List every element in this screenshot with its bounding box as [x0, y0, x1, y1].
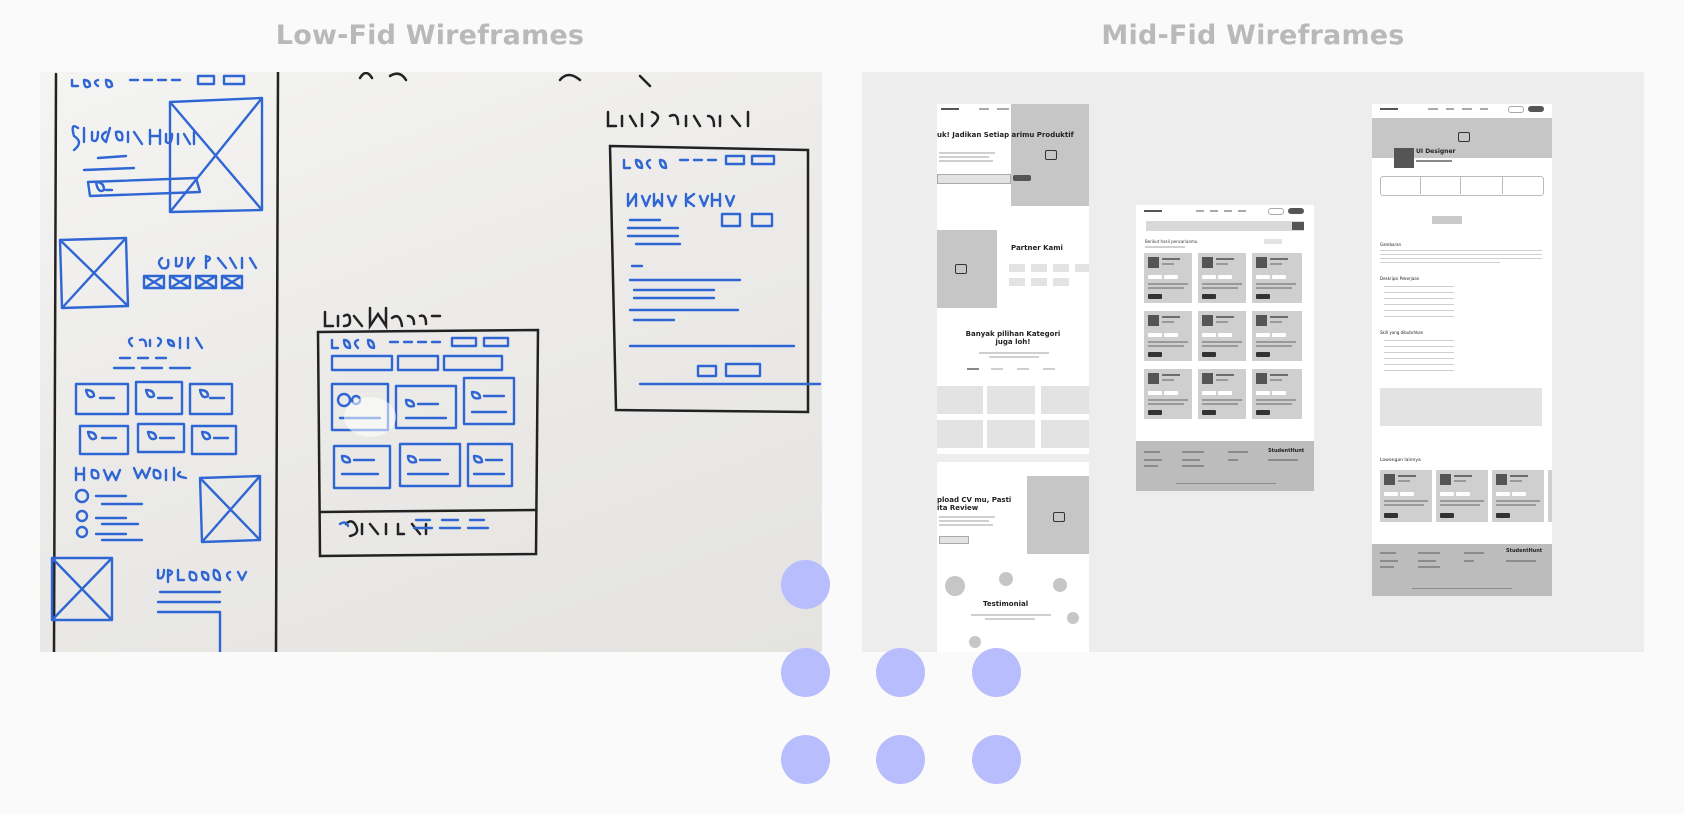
image-icon [955, 264, 967, 274]
job-card[interactable] [1144, 311, 1192, 361]
job-list-wireframe: Berikut hasil pencarianmu StudentHunt [1136, 205, 1314, 491]
search-filter-bar[interactable] [1146, 221, 1304, 231]
hero-image-placeholder [1011, 104, 1089, 206]
job-card[interactable] [1252, 253, 1302, 303]
decorative-dot [876, 735, 925, 784]
job-card[interactable] [1198, 369, 1246, 419]
login-button[interactable] [1508, 106, 1524, 113]
login-button[interactable] [1268, 208, 1284, 215]
whiteboard-sketches [50, 72, 822, 652]
low-fid-title: Low-Fid Wireframes [275, 20, 585, 51]
decorative-dot [876, 648, 925, 697]
register-button[interactable] [1528, 106, 1544, 112]
job-card[interactable] [1144, 369, 1192, 419]
job-title: UI Designer [1416, 148, 1456, 155]
decorative-dot [781, 560, 830, 609]
hero-search-bar[interactable] [937, 174, 1011, 184]
job-card[interactable] [1144, 253, 1192, 303]
partner-image-placeholder [937, 230, 997, 308]
image-icon [1045, 150, 1057, 160]
upload-cv-title: pload CV mu, Pasti ita Review [937, 496, 1012, 512]
footer-brand: StudentHunt [1506, 548, 1543, 554]
footer: StudentHunt [1136, 441, 1314, 491]
partner-title: Partner Kami [1011, 244, 1063, 252]
decorative-dot [972, 735, 1021, 784]
low-fid-whiteboard-photo [40, 72, 822, 652]
footer-brand: StudentHunt [1268, 448, 1305, 454]
decorative-dot [972, 648, 1021, 697]
results-label: Berikut hasil pencarianmu [1145, 239, 1198, 244]
landing-page-wireframe: uk! Jadikan Setiap arimu Produktif Partn… [937, 104, 1089, 652]
job-detail-wireframe: UI Designer Gambaran Deskripsi Pekerjaan… [1372, 104, 1552, 596]
sort-dropdown[interactable] [1264, 239, 1282, 244]
company-logo [1394, 148, 1414, 168]
job-card[interactable] [1198, 253, 1246, 303]
register-button[interactable] [1288, 208, 1304, 214]
job-card[interactable] [1252, 311, 1302, 361]
upload-image-placeholder [1027, 476, 1089, 554]
hero-title: uk! Jadikan Setiap arimu Produktif [937, 131, 1074, 139]
job-card[interactable] [1198, 311, 1246, 361]
upload-cv-button[interactable] [939, 536, 969, 544]
job-card[interactable] [1492, 470, 1544, 522]
job-card[interactable] [1380, 470, 1432, 522]
hero-search-button[interactable] [1013, 175, 1031, 181]
apply-button[interactable] [1432, 216, 1462, 224]
description-heading: Gambaran [1380, 242, 1402, 247]
mid-fid-wireframes-panel: uk! Jadikan Setiap arimu Produktif Partn… [862, 72, 1644, 652]
image-icon [1458, 132, 1470, 142]
mid-fid-title: Mid-Fid Wireframes [1101, 20, 1405, 51]
other-jobs-heading: Lowongan lainnya [1380, 458, 1421, 463]
search-button[interactable] [1292, 222, 1304, 230]
job-info-bar [1380, 176, 1544, 196]
job-tasks-heading: Deskripsi Pekerjaan [1380, 276, 1420, 281]
skills-heading: Skill yang dibutuhkan [1380, 330, 1424, 335]
testimonial-title: Testimonial [983, 600, 1029, 608]
company-info-box [1380, 388, 1542, 426]
decorative-dot [781, 648, 830, 697]
footer: StudentHunt [1372, 544, 1552, 596]
job-card[interactable] [1252, 369, 1302, 419]
job-card[interactable] [1436, 470, 1488, 522]
decorative-dot [781, 735, 830, 784]
category-title: Banyak pilihan Kategori juga loh! [965, 330, 1061, 346]
image-icon [1053, 512, 1065, 522]
